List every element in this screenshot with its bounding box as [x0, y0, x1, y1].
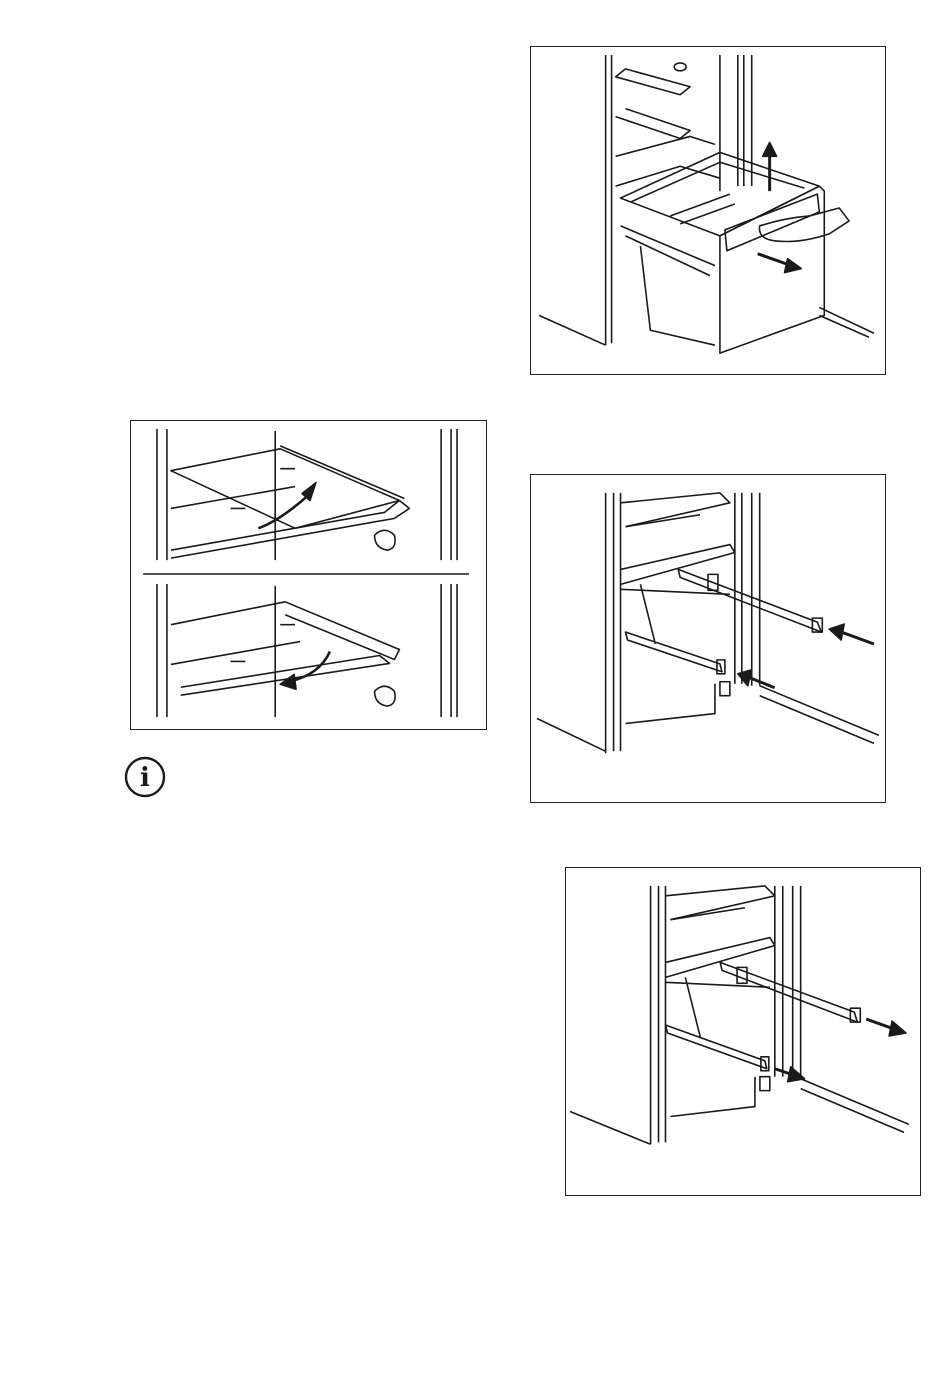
rails-extend-figure — [565, 867, 921, 1196]
info-glyph: i — [140, 763, 150, 793]
rails-insert-figure — [530, 474, 886, 803]
rails-insert-drawing — [531, 475, 885, 802]
shelf-tilt-figure — [130, 420, 487, 730]
info-icon: i — [124, 756, 166, 798]
drawer-removal-figure — [530, 46, 886, 375]
shelf-tilt-drawing — [131, 421, 486, 729]
drawer-removal-drawing — [531, 47, 885, 374]
rails-extend-drawing — [566, 868, 920, 1195]
